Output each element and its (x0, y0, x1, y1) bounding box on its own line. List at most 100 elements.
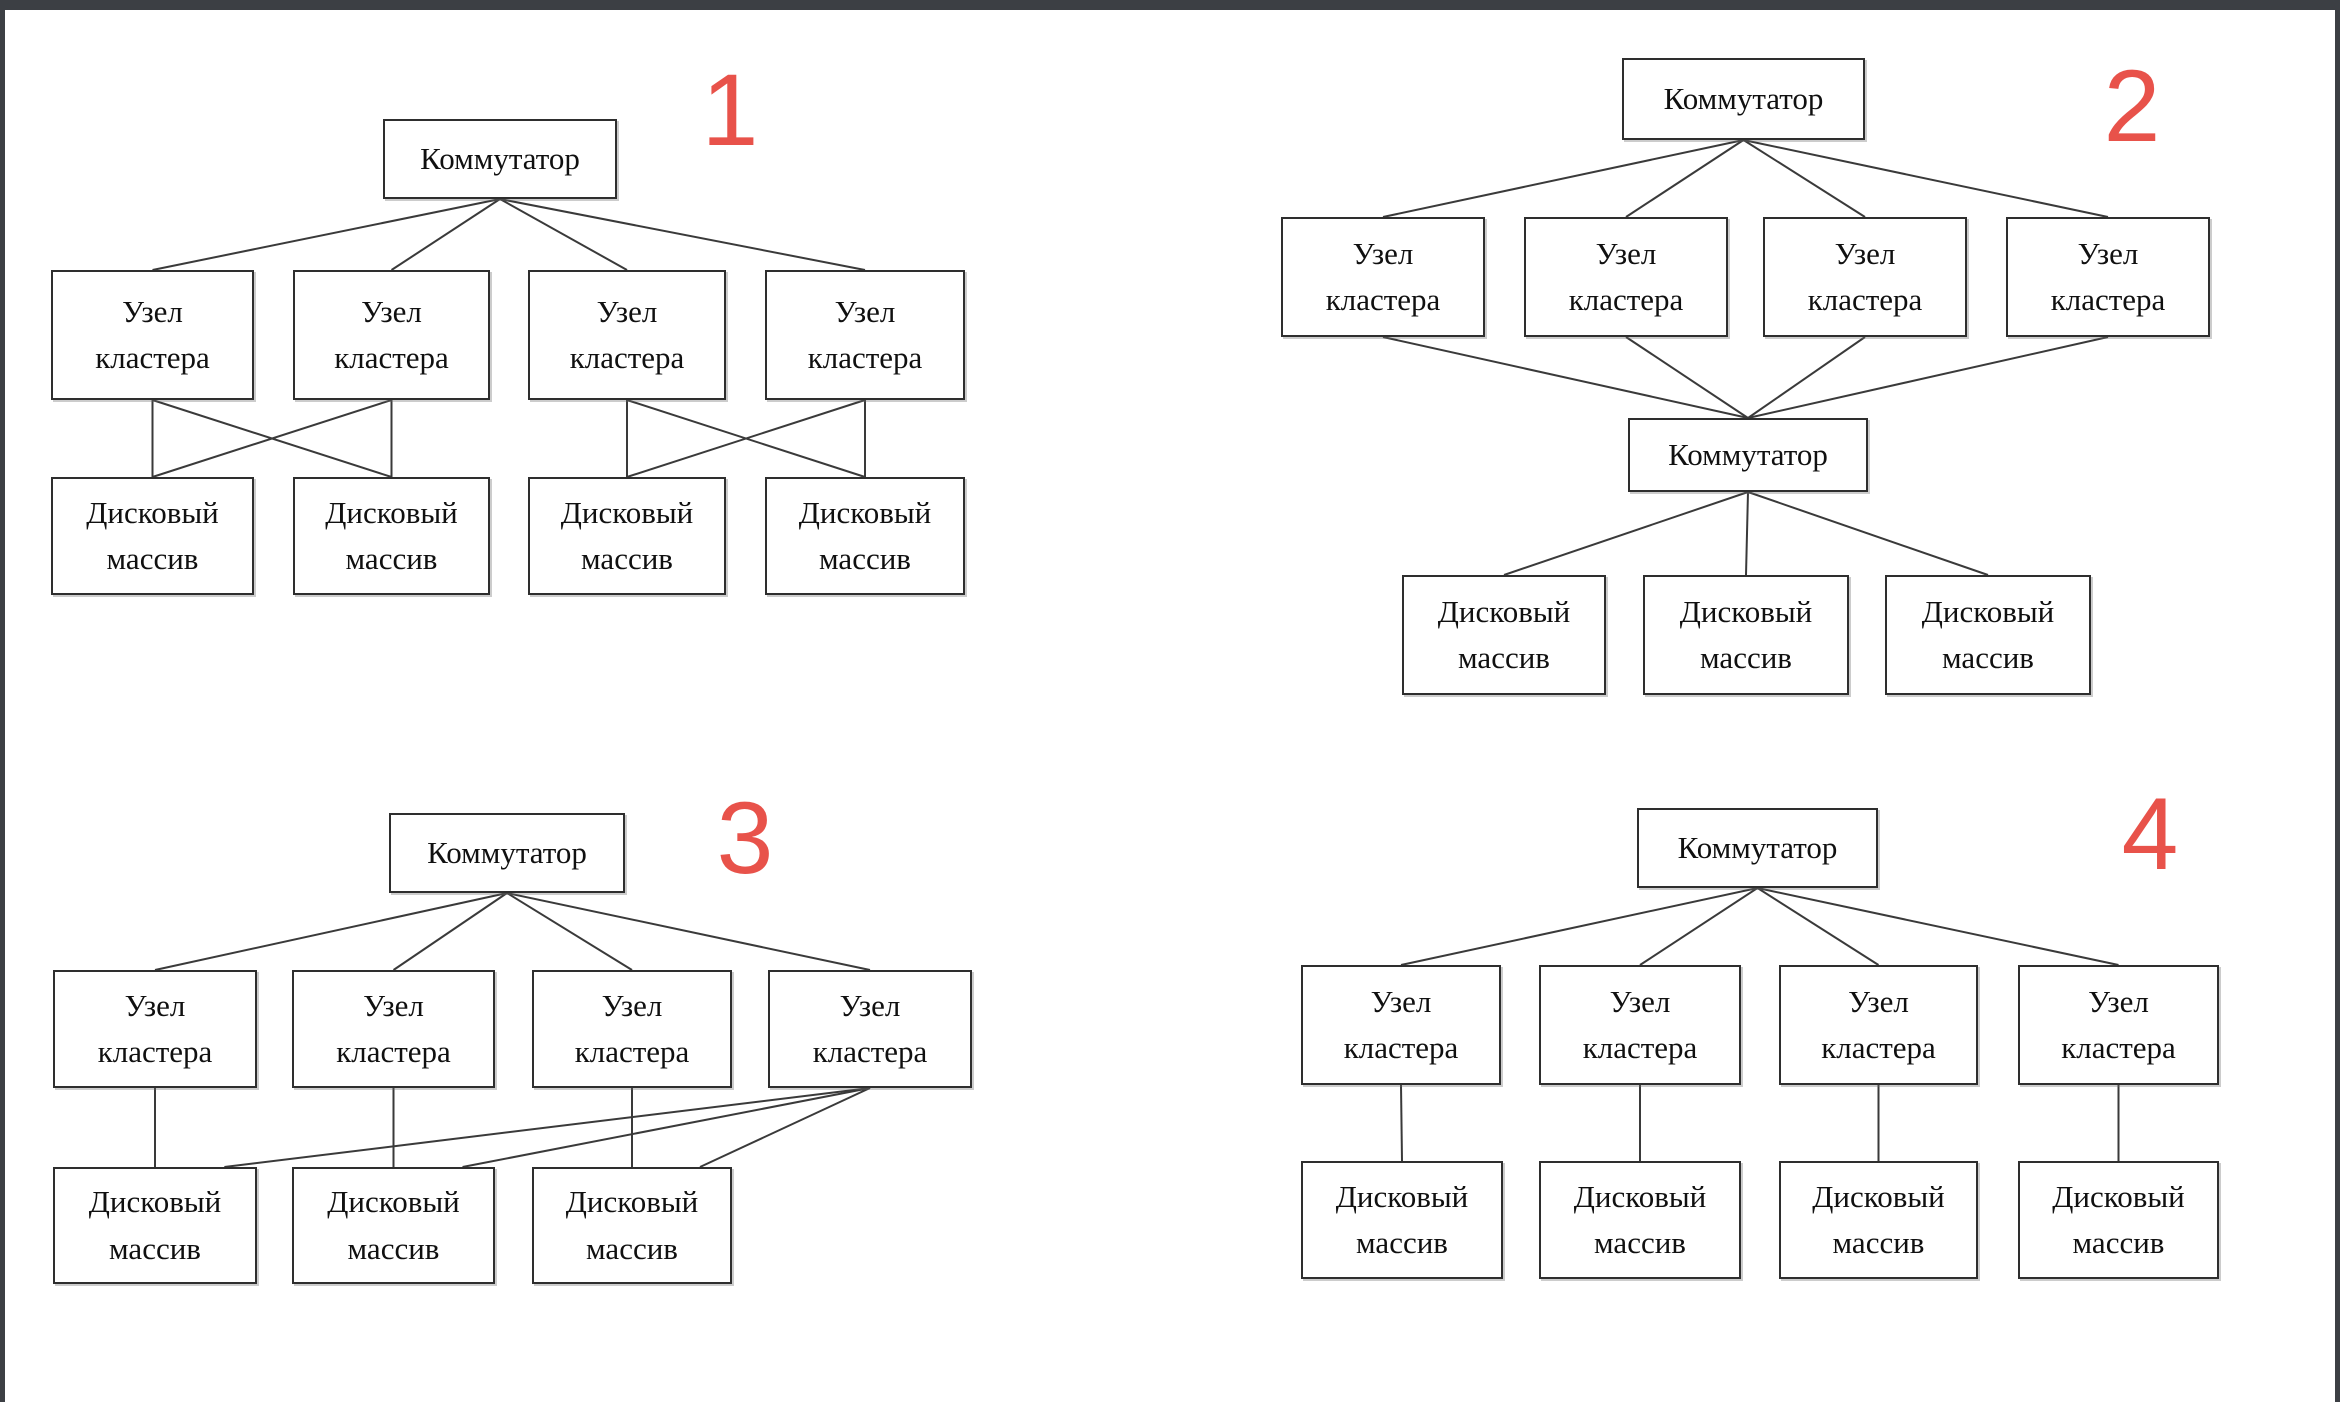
node-label: Узел кластера (334, 293, 449, 376)
edge-2-sw1-n4 (1743, 139, 2109, 218)
edge-2-sw1-n2 (1625, 139, 1745, 218)
disk-array-box: Дисковый массив (1301, 1161, 1503, 1279)
edge-2-n4-sw2 (1747, 336, 2109, 419)
cluster-node-box: Узел кластера (53, 970, 257, 1088)
disk-label: Дисковый массив (1679, 593, 1813, 676)
node-label: Узел кластера (1807, 235, 1923, 318)
diagram-number-2: 2 (2103, 49, 2161, 163)
cluster-node-box: Узел кластера (51, 270, 254, 400)
disk-array-box: Дисковый массив (51, 477, 254, 595)
edge-3-sw-n1 (154, 892, 508, 971)
edge-3-sw-n4 (506, 892, 871, 971)
switch-box: Коммутатор (389, 813, 625, 893)
disk-array-box: Дисковый массив (532, 1167, 732, 1284)
node-label: Узел кластера (1325, 235, 1441, 318)
edge-1-sw-n4 (499, 198, 866, 271)
edge-2-sw2-d1 (1503, 491, 1749, 576)
edge-4-sw-n3 (1756, 887, 1880, 966)
node-label: Узел кластера (97, 987, 213, 1070)
switch-box: Коммутатор (383, 119, 617, 199)
cluster-node-box: Узел кластера (293, 270, 490, 400)
disk-label: Дисковый массив (1573, 1178, 1707, 1261)
node-label: Узел кластера (574, 987, 690, 1070)
cluster-node-box: Узел кластера (292, 970, 495, 1088)
cluster-node-box: Узел кластера (528, 270, 726, 400)
cluster-node-box: Узел кластера (2018, 965, 2219, 1085)
node-label: Узел кластера (812, 987, 928, 1070)
cluster-node-box: Узел кластера (1539, 965, 1741, 1085)
disk-array-box: Дисковый массив (292, 1167, 495, 1284)
node-label: Узел кластера (336, 987, 451, 1070)
edge-4-sw-n4 (1757, 887, 2119, 966)
node-label: Узел кластера (1582, 983, 1698, 1066)
disk-array-box: Дисковый массив (1402, 575, 1606, 695)
switch-label: Коммутатор (1668, 436, 1828, 472)
edge-3-sw-n2 (392, 892, 508, 971)
switch-box: Коммутатор (1637, 808, 1878, 888)
disk-label: Дисковый массив (86, 494, 219, 577)
disk-array-box: Дисковый массив (1643, 575, 1849, 695)
edge-2-sw1-n1 (1382, 139, 1744, 218)
switch-label: Коммутатор (427, 834, 587, 870)
cluster-node-box: Узел кластера (532, 970, 732, 1088)
node-label: Узел кластера (1821, 983, 1936, 1066)
frame-right-edge (2335, 0, 2340, 1402)
disk-label: Дисковый массив (2052, 1178, 2185, 1261)
disk-label: Дисковый массив (1437, 593, 1571, 676)
node-label: Узел кластера (95, 293, 210, 376)
disk-array-box: Дисковый массив (1539, 1161, 1741, 1279)
disk-array-box: Дисковый массив (293, 477, 490, 595)
cluster-node-box: Узел кластера (1779, 965, 1978, 1085)
disk-label: Дисковый массив (1921, 593, 2055, 676)
node-label: Узел кластера (2050, 235, 2166, 318)
edge-2-n2-sw2 (1625, 336, 1749, 419)
cluster-node-box: Узел кластера (765, 270, 965, 400)
node-label: Узел кластера (1343, 983, 1459, 1066)
disk-array-box: Дисковый массив (53, 1167, 257, 1284)
edge-1-sw-n2 (390, 198, 501, 271)
diagram-number-1: 1 (701, 53, 759, 167)
edge-2-sw2-d3 (1747, 491, 1989, 576)
edge-2-sw2-d2 (1745, 491, 1749, 576)
diagram-number-4: 4 (2121, 777, 2179, 891)
disk-label: Дисковый массив (798, 494, 932, 577)
disk-array-box: Дисковый массив (1779, 1161, 1978, 1279)
edge-4-sw-n1 (1400, 887, 1758, 966)
disk-array-box: Дисковый массив (1885, 575, 2091, 695)
cluster-node-box: Узел кластера (2006, 217, 2210, 337)
diagram-number-3: 3 (716, 781, 774, 895)
disk-label: Дисковый массив (565, 1184, 699, 1266)
disk-array-box: Дисковый массив (765, 477, 965, 595)
frame-left-edge (0, 0, 5, 1402)
switch-box: Коммутатор (1622, 58, 1865, 140)
cluster-node-box: Узел кластера (1763, 217, 1967, 337)
edge-2-n3-sw2 (1747, 336, 1866, 419)
switch-box: Коммутатор (1628, 418, 1868, 492)
disk-label: Дисковый массив (1812, 1178, 1945, 1261)
cluster-node-box: Узел кластера (768, 970, 972, 1088)
disk-label: Дисковый массив (560, 494, 694, 577)
disk-array-box: Дисковый массив (2018, 1161, 2219, 1279)
edge-4-sw-n2 (1639, 887, 1759, 966)
cluster-node-box: Узел кластера (1281, 217, 1485, 337)
node-label: Узел кластера (807, 293, 923, 376)
node-label: Узел кластера (1568, 235, 1684, 318)
disk-array-box: Дисковый массив (528, 477, 726, 595)
edge-1-sw-n1 (152, 198, 501, 271)
switch-label: Коммутатор (1663, 80, 1824, 116)
edge-3-n4-d3 (699, 1087, 871, 1168)
disk-label: Дисковый массив (327, 1184, 460, 1266)
disk-label: Дисковый массив (88, 1184, 222, 1266)
edge-1-n4-d3 (626, 399, 866, 478)
switch-label: Коммутатор (420, 140, 580, 176)
switch-label: Коммутатор (1677, 829, 1838, 865)
edge-4-n1-d1 (1400, 1084, 1403, 1162)
edge-1-sw-n3 (499, 198, 628, 271)
disk-label: Дисковый массив (1335, 1178, 1469, 1261)
edge-3-n4-d1 (224, 1087, 871, 1168)
edge-2-sw1-n3 (1742, 139, 1866, 218)
frame-top-edge (0, 0, 2340, 10)
cluster-node-box: Узел кластера (1524, 217, 1728, 337)
